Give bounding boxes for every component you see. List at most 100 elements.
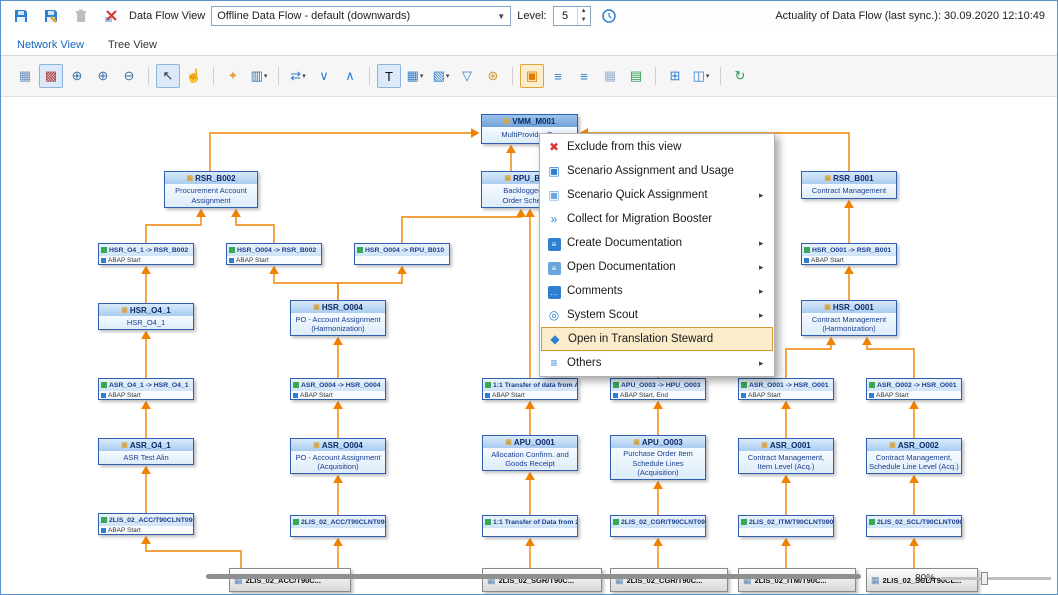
node-asr_o002[interactable]: ▣ASR_O002Contract Management,Schedule Li… [866,438,962,474]
pan-hand-button[interactable]: ☝ [182,64,206,88]
horizontal-scrollbar[interactable] [206,574,861,579]
pointer-button[interactable]: ↖ [156,64,180,88]
node-rsr_b001[interactable]: ▣RSR_B001Contract Management [801,171,897,199]
transformation-title-text: 2LIS_02_ITM/T90CLNT090 ->... [749,519,833,526]
node-t_acc_1[interactable]: 2LIS_02_ACC/T90CLNT090 ->...ABAP Start [98,513,194,535]
node-hsr_o004[interactable]: ▣HSR_O004PO - Account Assignment(Harmoni… [290,300,386,336]
menu-item-comments[interactable]: …Comments▸ [541,279,773,303]
node-hsr_o4_1[interactable]: ▣HSR_O4_1HSR_O4_1 [98,303,194,330]
menu-item-system-scout[interactable]: ◎System Scout▸ [541,303,773,327]
delete-button[interactable] [69,4,93,28]
edge-hsr_o004-to-t_hsr004_rsrb002 [274,267,338,300]
network-overview-button[interactable]: ▩ [39,64,63,88]
routine-icon [293,393,298,398]
zoom-in-small-button[interactable]: ⊕ [65,64,89,88]
hierarchy-button[interactable]: ⊞ [663,64,687,88]
menu-icon-cell: ▣ [541,188,567,202]
chart-options-button[interactable]: ◫▾ [689,64,713,88]
node-asr_o001[interactable]: ▣ASR_O001Contract Management,Item Level … [738,438,834,474]
stepper-up-icon[interactable]: ▲ [578,7,590,16]
magic-wand-icon: ✦ [228,68,239,84]
data-flow-select[interactable]: Offline Data Flow - default (downwards) … [211,6,511,26]
refresh-button[interactable]: ↻ [728,64,752,88]
stepper-down-icon[interactable]: ▼ [578,16,590,25]
server-sync-button[interactable]: ≡ [546,64,570,88]
process-row [355,256,449,264]
node-hsr_o001[interactable]: ▣HSR_O001Contract Management(Harmonizati… [801,300,897,336]
table-edit-button[interactable]: ▧▾ [429,64,453,88]
grid-view-button[interactable]: ▦ [13,64,37,88]
save-button[interactable] [9,4,33,28]
menu-item-open-documentation[interactable]: ≡Open Documentation▸ [541,255,773,279]
process-row [611,528,705,536]
level-stepper-buttons[interactable]: ▲▼ [577,7,590,25]
zoom-slider-thumb[interactable] [981,572,988,585]
text-tool-button[interactable]: T [377,64,401,88]
node-asr_o004[interactable]: ▣ASR_O004PO - Account Assignment(Acquisi… [290,438,386,474]
level-stepper[interactable]: 5 ▲▼ [553,6,591,26]
expand-all-button[interactable]: ∧ [338,64,362,88]
node-t_hsr004_rpub010[interactable]: HSR_O004 -> RPU_B010 [354,243,450,265]
layout-options-button[interactable]: ▥▾ [247,64,271,88]
orientation-button[interactable]: ⇄▾ [286,64,310,88]
zoom-slider[interactable] [941,577,1051,580]
menu-icon-cell: ◆ [542,332,568,346]
transformation-title: HSR_O004 -> RPU_B010 [355,244,449,256]
highlight-toggle-button[interactable]: ▣ [520,64,544,88]
routine-icon [613,393,618,398]
save-as-button[interactable] [39,4,63,28]
node-title: ▣ASR_O004 [291,439,385,451]
tab-network-view[interactable]: Network View [5,36,96,55]
key-button[interactable]: ⊛ [481,64,505,88]
node-ds_sgr[interactable]: ▦2LIS_02_SGR/T90C... [482,568,602,592]
node-t_hsr004_rsrb002[interactable]: HSR_O004 -> RSR_B002ABAP Start [226,243,322,265]
remove-flow-button[interactable] [99,4,123,28]
edge-ds_acc-to-t_acc_1 [146,537,241,568]
server-copy-button[interactable]: ≡ [572,64,596,88]
filter-clear-button[interactable]: ▽ [455,64,479,88]
menu-item-scenario-quick-assignment[interactable]: ▣Scenario Quick Assignment▸ [541,183,773,207]
node-t_itm[interactable]: 2LIS_02_ITM/T90CLNT090 ->... [738,515,834,537]
menu-item-create-documentation[interactable]: ≡Create Documentation▸ [541,231,773,255]
node-t_hsr001_rsrb001[interactable]: HSR_O001 -> RSR_B001ABAP Start [801,243,897,265]
node-t_asr004_hsr004[interactable]: ASR_O004 -> HSR_O004ABAP Start [290,378,386,400]
node-title-text: HSR_O4_1 [130,306,171,315]
table-view-button[interactable]: ▦▾ [403,64,427,88]
node-ds_itm[interactable]: ▦2LIS_02_ITM/T90C... [738,568,856,592]
tab-tree-view[interactable]: Tree View [96,36,169,55]
node-t_apu003_hpu003[interactable]: APU_O003 -> HPU_O003ABAP Start, End [610,378,706,400]
node-ds_acc[interactable]: ▦2LIS_02_ACC/T90C... [229,568,351,592]
menu-item-open-in-translation-steward[interactable]: ◆Open in Translation Steward [541,327,773,351]
menu-item-scenario-assignment-and-usage[interactable]: ▣Scenario Assignment and Usage [541,159,773,183]
node-t_asr41_hsr41[interactable]: ASR_O4_1 -> HSR_O4_1ABAP Start [98,378,194,400]
transformation-title-text: 2LIS_02_CGR/T90CLNT090 ->... [621,519,705,526]
node-t_scl[interactable]: 2LIS_02_SCL/T90CLNT090 ->... [866,515,962,537]
zoom-in-button[interactable]: ⊕ [91,64,115,88]
process-row: ABAP Start, End [611,391,705,399]
node-t_asr002_hsr001[interactable]: ASR_O002 -> HSR_O001ABAP Start [866,378,962,400]
zoom-out-button[interactable]: ⊖ [117,64,141,88]
process-row-text: ABAP Start [108,527,141,534]
network-view-canvas[interactable]: ▣VMM_M001MultiProvider P...▣RSR_B002Proc… [1,97,1057,594]
node-apu_o003[interactable]: ▣APU_O003Purchase Order ItemSchedule Lin… [610,435,706,480]
sync-time-button[interactable] [597,4,621,28]
node-t_acc_2[interactable]: 2LIS_02_ACC/T90CLNT090 ->... [290,515,386,537]
menu-item-others[interactable]: ≡Others▸ [541,351,773,375]
menu-icon-cell: ≡ [541,236,567,251]
menu-item-exclude-from-this-view[interactable]: ✖Exclude from this view [541,135,773,159]
node-asr_o4_1[interactable]: ▣ASR_O4_1ASR Test Alin [98,438,194,465]
menu-item-collect-for-migration-booster[interactable]: »Collect for Migration Booster [541,207,773,231]
node-t_asr001_hsr001[interactable]: ASR_O001 -> HSR_O001ABAP Start [738,378,834,400]
node-t_hsr41_rsrb002[interactable]: HSR_O4_1 -> RSR_B002ABAP Start [98,243,194,265]
system-monitor-button[interactable]: ▤ [624,64,648,88]
node-t_11_apu[interactable]: 1:1 Transfer of data from APU...ABAP Sta… [482,378,578,400]
collapse-all-button[interactable]: ∨ [312,64,336,88]
node-t_cgr[interactable]: 2LIS_02_CGR/T90CLNT090 ->... [610,515,706,537]
node-t_11_2lis[interactable]: 1:1 Transfer of Data from 2LIS... [482,515,578,537]
magic-wand-button[interactable]: ✦ [221,64,245,88]
node-ds_cgr[interactable]: ▦2LIS_02_CGR/T90C... [610,568,728,592]
node-apu_o001[interactable]: ▣APU_O001Allocation Confirm. andGoods Re… [482,435,578,471]
toolbar-separator [512,67,513,85]
grid-small-button[interactable]: ▦ [598,64,622,88]
node-rsr_b002[interactable]: ▣RSR_B002Procurement AccountAssignment [164,171,258,208]
